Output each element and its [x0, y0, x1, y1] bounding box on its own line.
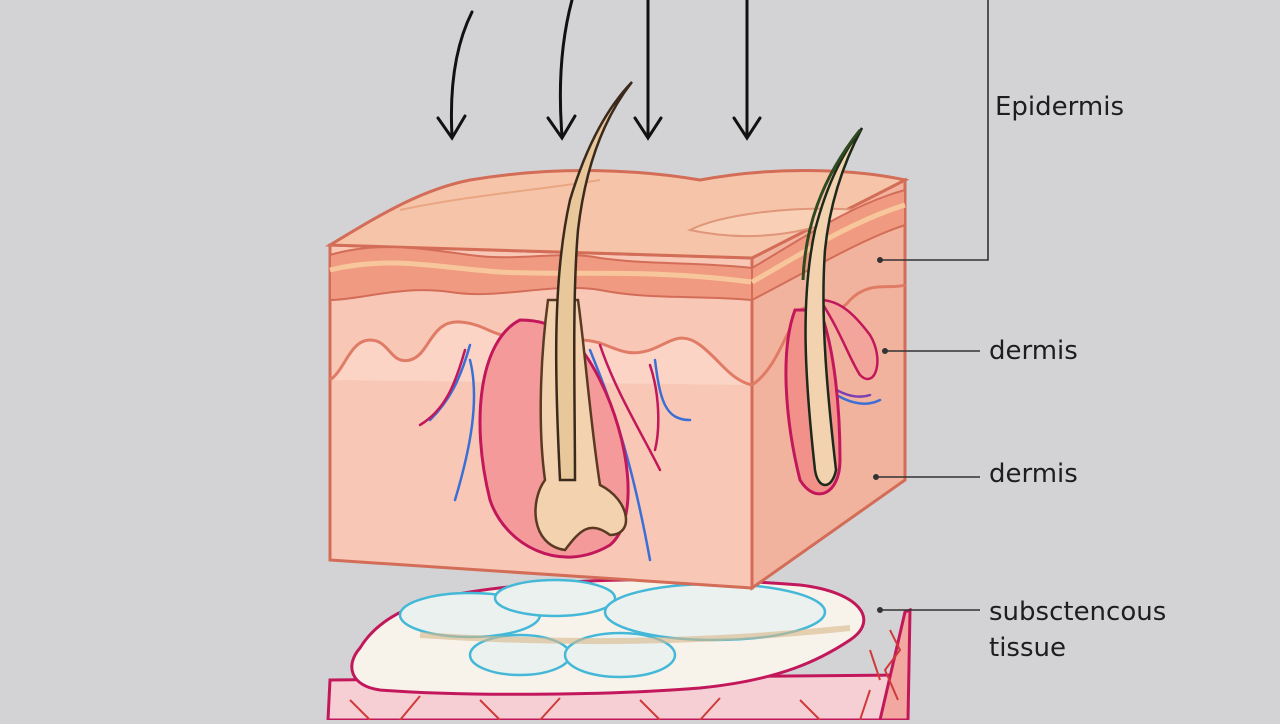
label-dermis-upper: dermis	[989, 336, 1078, 366]
pressure-arrows	[436, 0, 762, 141]
label-subcutaneous-line2: tissue	[989, 633, 1066, 663]
label-subcutaneous-line1: subsctencous	[989, 597, 1167, 627]
label-dermis-lower: dermis	[989, 459, 1078, 489]
hair-shaft-main	[554, 81, 633, 482]
label-epidermis: Epidermis	[995, 92, 1124, 122]
arrow-1	[449, 10, 474, 138]
label-subcutaneous-tissue: subsctencous tissue	[989, 594, 1189, 666]
skin-block	[324, 81, 910, 591]
leader-epidermis	[880, 0, 989, 261]
leader-lines	[872, 0, 989, 613]
subcutaneous-block	[326, 578, 912, 722]
hair-shaft-side	[804, 127, 864, 487]
arrow-2	[558, 0, 574, 138]
